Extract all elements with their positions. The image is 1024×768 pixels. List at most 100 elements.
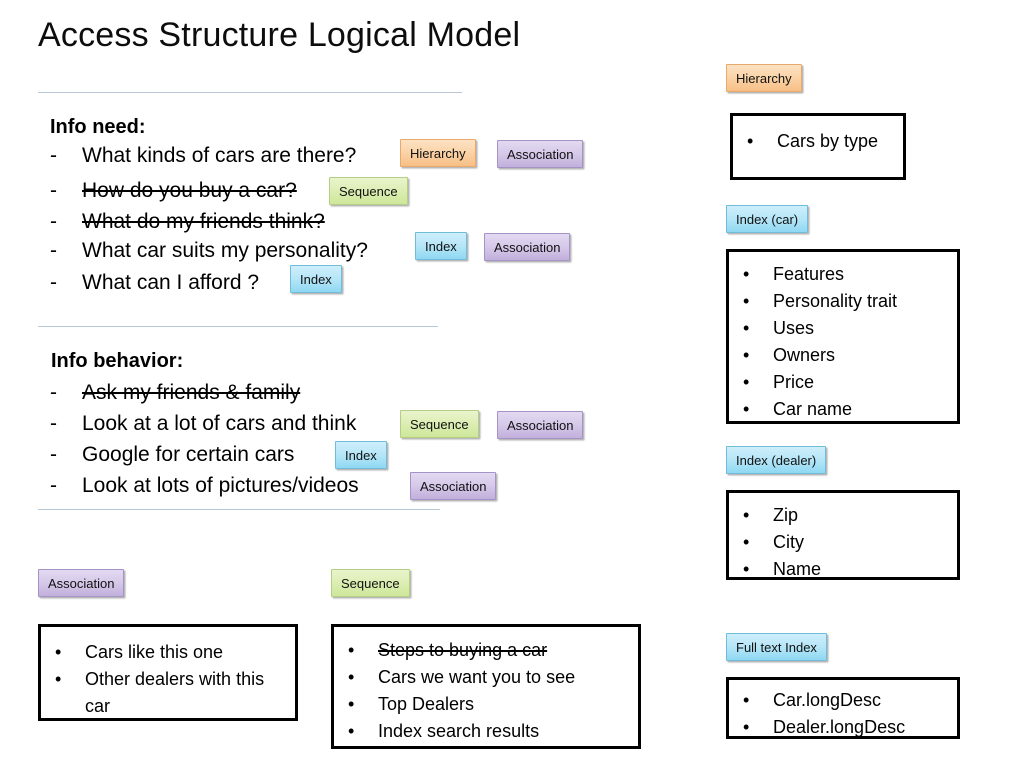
info-behavior-heading: Info behavior: (51, 350, 184, 372)
list-item: • Uses (729, 315, 957, 342)
chip-association-info-need-2[interactable]: Association (484, 233, 571, 261)
info-behavior-item-2-text: Look at a lot of cars and think (82, 412, 357, 435)
bullet-icon: • (55, 669, 62, 689)
list-item-label: Uses (773, 318, 815, 338)
dash-marker: - (50, 412, 57, 435)
chip-association-bottom-left[interactable]: Association (38, 569, 125, 597)
list-item-label: Dealer.longDesc (773, 717, 906, 737)
info-behavior-item-3-text: Google for certain cars (82, 443, 295, 466)
list-item: • Index search results (334, 718, 638, 745)
chip-index-info-need-1[interactable]: Index (415, 232, 467, 260)
bullet-icon: • (348, 640, 355, 660)
info-need-item-1: -What kinds of cars are there? (50, 145, 356, 167)
dash-marker: - (50, 239, 57, 262)
bullet-icon: • (743, 399, 750, 419)
list-item-label: Top Dealers (378, 694, 475, 714)
chip-index-dealer[interactable]: Index (dealer) (726, 446, 827, 474)
list-item: •Car.longDesc (729, 687, 957, 714)
info-need-item-4: - What car suits my personality? (50, 240, 368, 262)
list-item-label: Personality trait (773, 291, 898, 311)
info-need-item-3-text: What do my friends think? (82, 210, 325, 233)
list-item-label: Price (773, 372, 815, 392)
bullet-icon: • (348, 667, 355, 687)
sequence-detail-box: • Steps to buying a car • Cars we want you… (331, 624, 641, 749)
dash-marker: - (50, 271, 57, 294)
list-item: •Top Dealers (334, 691, 638, 718)
list-item-label: Name (773, 559, 822, 579)
bullet-icon: • (55, 642, 62, 662)
list-item-label: Zip (773, 505, 799, 525)
dash-marker: - (50, 474, 57, 497)
chip-hierarchy-right[interactable]: Hierarchy (726, 64, 802, 92)
list-item-label: Cars like this one (85, 642, 224, 662)
dash-marker: - (50, 210, 57, 233)
list-item: •Price (729, 369, 957, 396)
hierarchy-detail-list: • Cars by type (733, 128, 903, 155)
sequence-detail-list: • Steps to buying a car • Cars we want you… (334, 637, 638, 745)
list-item-label: Car name (773, 399, 853, 419)
chip-full-text-index[interactable]: Full text Index (726, 633, 827, 661)
info-need-item-2: -How do you buy a car? (50, 180, 297, 202)
chip-index-info-need-2[interactable]: Index (290, 265, 342, 293)
list-item-label: Cars by type (777, 131, 879, 151)
bullet-icon: • (743, 559, 750, 579)
chip-index-car[interactable]: Index (car) (726, 205, 809, 233)
index-dealer-detail-box: • Zip • City • Name (726, 490, 960, 580)
chip-association-info-behavior-2[interactable]: Association (410, 472, 497, 500)
chip-association-info-need-1[interactable]: Association (497, 140, 584, 168)
bullet-icon: • (743, 717, 750, 737)
info-need-heading: Info need: (50, 116, 146, 138)
list-item: • Cars by type (733, 128, 903, 155)
info-behavior-item-4: - Look at lots of pictures/videos (50, 475, 359, 497)
info-behavior-item-2: - Look at a lot of cars and think (50, 413, 356, 435)
list-item: • Personality trait (729, 288, 957, 315)
list-item-label: Owners (773, 345, 836, 365)
bullet-icon: • (743, 505, 750, 525)
info-behavior-divider (38, 509, 440, 510)
list-item-label: Other dealers with this car (85, 669, 265, 716)
info-behavior-item-3: -Google for certain cars (50, 444, 294, 466)
bullet-icon: • (743, 318, 750, 338)
list-item: • Cars like this one (41, 639, 295, 666)
list-item-label: Cars we want you to see (378, 667, 576, 687)
info-behavior-item-4-text: Look at lots of pictures/videos (82, 474, 359, 497)
dash-marker: - (50, 179, 57, 202)
list-item-label: Index search results (378, 721, 540, 741)
list-item-label: City (773, 532, 804, 552)
bullet-icon: • (743, 532, 750, 552)
bullet-icon: • (747, 131, 754, 151)
full-text-index-detail-box: •Car.longDesc • Dealer.longDesc (726, 677, 960, 739)
list-item: • Dealer.longDesc (729, 714, 957, 741)
title-divider (38, 92, 462, 93)
list-item: • Features (729, 261, 957, 288)
chip-association-info-behavior-1[interactable]: Association (497, 411, 584, 439)
list-item: • Car name (729, 396, 957, 423)
association-detail-box: • Cars like this one • Other dealers with … (38, 624, 298, 721)
info-behavior-item-1: -Ask my friends & family (50, 382, 300, 404)
info-need-item-3: - What do my friends think? (50, 211, 325, 233)
list-item: • Zip (729, 502, 957, 529)
full-text-index-detail-list: •Car.longDesc • Dealer.longDesc (729, 687, 957, 741)
info-need-item-5-text: What can I afford ? (82, 271, 260, 294)
dash-marker: - (50, 381, 57, 404)
list-item: • Other dealers with this car (41, 666, 275, 720)
hierarchy-detail-box: • Cars by type (730, 113, 906, 180)
list-item: • Steps to buying a car (334, 637, 638, 664)
info-need-item-4-text: What car suits my personality? (82, 239, 368, 262)
chip-sequence-info-behavior[interactable]: Sequence (400, 410, 479, 438)
chip-sequence-bottom-middle[interactable]: Sequence (331, 569, 410, 597)
dash-marker: - (50, 144, 57, 167)
info-need-divider (38, 326, 438, 327)
list-item: • Cars we want you to see (334, 664, 638, 691)
chip-sequence-info-need[interactable]: Sequence (329, 177, 408, 205)
chip-hierarchy-info-need[interactable]: Hierarchy (400, 139, 476, 167)
bullet-icon: • (743, 291, 750, 311)
bullet-icon: • (348, 721, 355, 741)
list-item: • Name (729, 556, 957, 583)
list-item-label: Features (773, 264, 845, 284)
bullet-icon: • (743, 264, 750, 284)
list-item-label: Steps to buying a car (378, 640, 548, 660)
chip-index-info-behavior[interactable]: Index (335, 441, 387, 469)
list-item: •Owners (729, 342, 957, 369)
